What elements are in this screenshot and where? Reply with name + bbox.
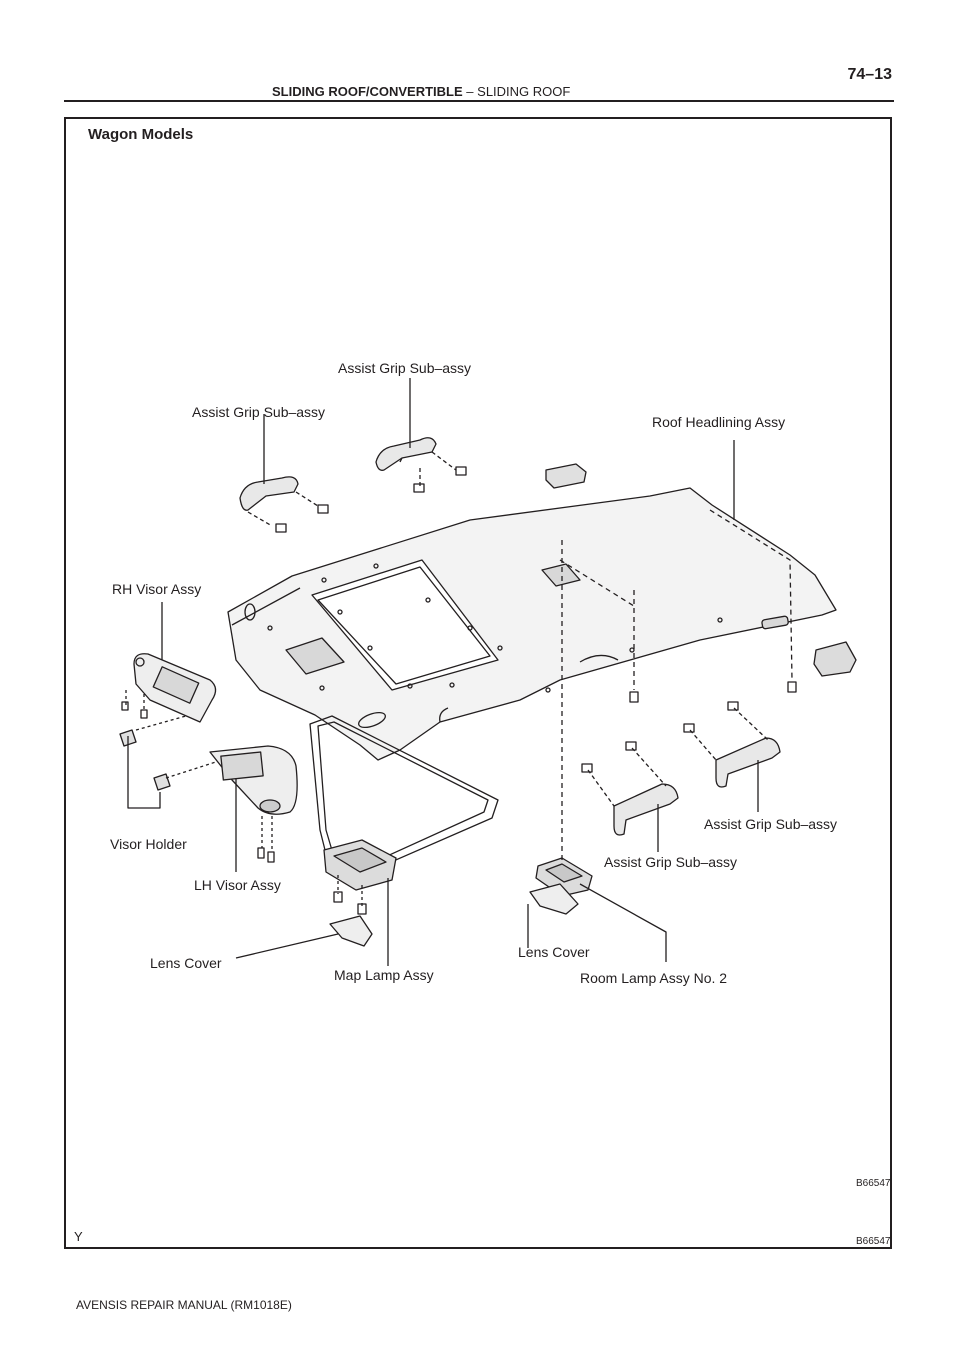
lens-cover-left-part [329, 915, 373, 947]
lens-cover-right-part [529, 883, 579, 915]
roof-headlining-part [227, 487, 837, 761]
label-assist-grip-left: Assist Grip Sub–assy [192, 404, 326, 420]
assist-grip-top-part [375, 437, 467, 493]
page-number: 74–13 [847, 66, 893, 83]
label-room-lamp: Room Lamp Assy No. 2 [580, 970, 728, 986]
header-separator: – [466, 84, 474, 99]
lh-visor-part [209, 745, 298, 863]
label-rh-visor: RH Visor Assy [112, 581, 202, 597]
label-assist-grip-mid: Assist Grip Sub–assy [604, 854, 738, 870]
label-assist-grip-right: Assist Grip Sub–assy [704, 816, 838, 832]
manual-footer: AVENSIS REPAIR MANUAL (RM1018E) [76, 1298, 292, 1312]
corner-mark: Y [74, 1229, 83, 1244]
section-header: SLIDING ROOF/CONVERTIBLE – SLIDING ROOF [272, 84, 570, 99]
sunroof-seal-part [309, 715, 499, 881]
assist-grip-left-part [239, 476, 329, 533]
label-lens-cover-right: Lens Cover [518, 944, 590, 960]
figure-code-inner: B66547 [856, 1178, 891, 1189]
subsection-title: SLIDING ROOF [477, 84, 571, 99]
label-assist-grip-top: Assist Grip Sub–assy [338, 360, 472, 376]
header-rule [64, 100, 894, 102]
map-lamp-part [323, 839, 397, 915]
label-visor-holder: Visor Holder [110, 836, 187, 852]
section-title: SLIDING ROOF/CONVERTIBLE [272, 84, 463, 99]
label-lh-visor: LH Visor Assy [194, 877, 281, 893]
label-map-lamp: Map Lamp Assy [334, 967, 434, 983]
label-lens-cover-left: Lens Cover [150, 955, 222, 971]
model-title: Wagon Models [88, 126, 194, 143]
assist-grip-mid-part [581, 741, 679, 836]
clip-part [545, 463, 587, 489]
figure-frame [64, 117, 892, 1249]
figure-code-outer: B66547 [856, 1236, 891, 1247]
label-roof-headlining: Roof Headlining Assy [652, 414, 786, 430]
rh-visor-part [121, 653, 217, 731]
bracket-part [813, 641, 857, 677]
assist-grip-right-part [683, 701, 781, 788]
